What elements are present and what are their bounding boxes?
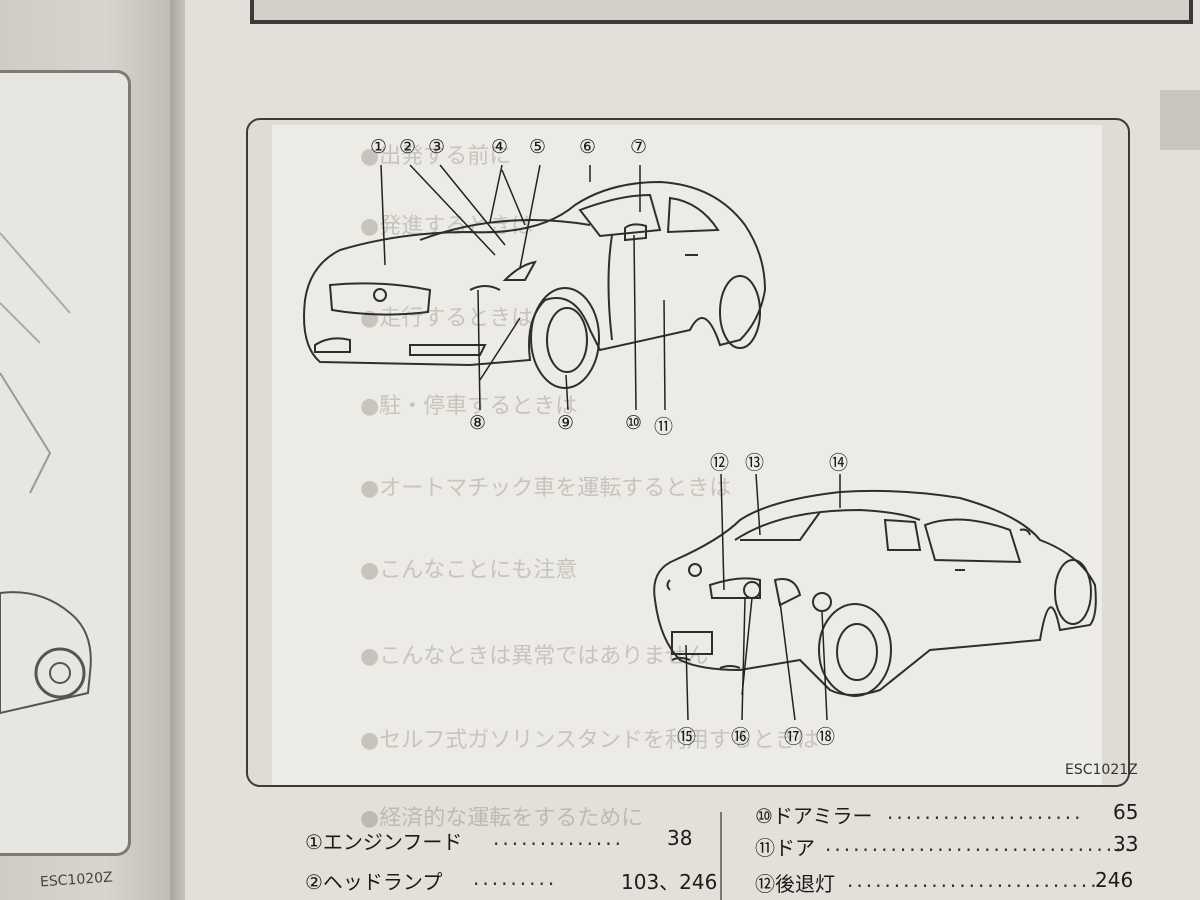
page-tab bbox=[1160, 90, 1200, 150]
callout-3: ③ bbox=[428, 136, 446, 158]
callout-12: ⑫ bbox=[710, 452, 730, 474]
callout-13: ⑬ bbox=[745, 452, 765, 474]
ghost-text: ●発進するときは bbox=[360, 214, 534, 239]
callout-16: ⑯ bbox=[731, 726, 751, 748]
item-label: ②ヘッドランプ bbox=[305, 870, 443, 894]
callout-2: ② bbox=[399, 136, 417, 158]
item-label: ①エンジンフード bbox=[305, 830, 463, 854]
page-number: 246 bbox=[1095, 868, 1134, 892]
page-number: 38 bbox=[667, 826, 693, 850]
callout-14: ⑭ bbox=[829, 452, 849, 474]
ghost-text: ●出発する前に bbox=[360, 144, 512, 169]
page-number: 33 bbox=[1113, 832, 1139, 856]
item-label: ⑪ドア bbox=[755, 836, 815, 860]
ghost-text: ●セルフ式ガソリンスタンドを利用するときは bbox=[360, 728, 819, 753]
callout-10: ⑩ bbox=[625, 412, 643, 434]
left-car-illustration bbox=[0, 232, 92, 715]
leader-dots: ........................... bbox=[847, 868, 1100, 892]
callout-1: ① bbox=[370, 136, 388, 158]
header-bar bbox=[250, 0, 1193, 24]
callout-15: ⑮ bbox=[677, 726, 697, 748]
leader-dots: .............. bbox=[493, 826, 625, 850]
leader-dots: ................................. bbox=[825, 832, 1134, 856]
ghost-text: ●走行するときは bbox=[360, 306, 534, 331]
left-figure-frame bbox=[0, 70, 131, 856]
leader-lines bbox=[380, 164, 841, 721]
callout-18: ⑱ bbox=[816, 726, 836, 748]
leader-dots: ..................... bbox=[887, 800, 1084, 824]
ghost-text: ●こんなことにも注意 bbox=[360, 558, 578, 583]
callout-4: ④ bbox=[491, 136, 509, 158]
page-number: 103、246 bbox=[621, 870, 718, 894]
left-page: ESC1020Z bbox=[0, 0, 175, 900]
ghost-text: ●オートマチック車を運転するときは bbox=[360, 476, 732, 501]
callout-8: ⑧ bbox=[469, 412, 487, 434]
item-label: ⑩ドアミラー bbox=[755, 804, 873, 828]
leader-dots: ......... bbox=[473, 866, 558, 890]
front-car-drawing bbox=[303, 180, 767, 389]
callout-6: ⑥ bbox=[579, 136, 597, 158]
figure-code: ESC1021Z bbox=[1065, 762, 1138, 778]
rear-car-drawing bbox=[653, 489, 1097, 697]
ghost-text: ●経済的な運転をするために bbox=[360, 806, 644, 831]
callout-17: ⑰ bbox=[784, 726, 804, 748]
callout-9: ⑨ bbox=[557, 412, 575, 434]
ghost-text: ●駐・停車するときは bbox=[360, 394, 578, 419]
page-number: 65 bbox=[1113, 800, 1139, 824]
column-divider bbox=[720, 812, 722, 900]
ghost-text: ●こんなときは異常ではありません bbox=[360, 644, 709, 669]
callout-7: ⑦ bbox=[630, 136, 648, 158]
item-label: ⑫後退灯 bbox=[755, 872, 835, 896]
callout-5: ⑤ bbox=[529, 136, 547, 158]
callout-11: ⑪ bbox=[654, 416, 674, 438]
